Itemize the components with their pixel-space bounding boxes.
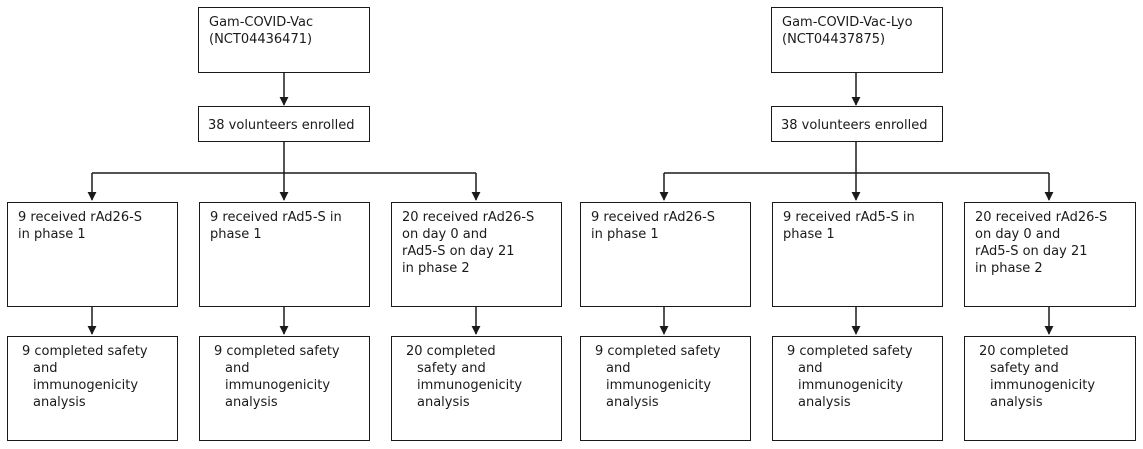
group-box-prime-boost-phase2-arm-1: 20 received rAd26-S on day 0 and rAd5-S … — [391, 202, 562, 307]
completed-box-rad26-arm-2: 9 completed safety and immunogenicity an… — [580, 336, 751, 441]
completed-box-prime-boost-arm-1: 20 completed safety and immunogenicity a… — [391, 336, 562, 441]
group-box-rad5-phase1-arm-1: 9 received rAd5-S in phase 1 — [199, 202, 370, 307]
trial-box-gam-covid-vac: Gam-COVID-Vac (NCT04436471) — [198, 7, 370, 73]
trial-box-gam-covid-vac-lyo: Gam-COVID-Vac-Lyo (NCT04437875) — [771, 7, 943, 73]
enrolled-box-arm-1: 38 volunteers enrolled — [198, 106, 370, 142]
completed-box-rad5-arm-2: 9 completed safety and immunogenicity an… — [772, 336, 943, 441]
completed-box-rad5-arm-1: 9 completed safety and immunogenicity an… — [199, 336, 370, 441]
group-box-rad26-phase1-arm-2: 9 received rAd26-S in phase 1 — [580, 202, 751, 307]
enrolled-box-arm-2: 38 volunteers enrolled — [771, 106, 943, 142]
completed-box-prime-boost-arm-2: 20 completed safety and immunogenicity a… — [964, 336, 1136, 441]
group-box-rad5-phase1-arm-2: 9 received rAd5-S in phase 1 — [772, 202, 943, 307]
group-box-prime-boost-phase2-arm-2: 20 received rAd26-S on day 0 and rAd5-S … — [964, 202, 1136, 307]
group-box-rad26-phase1-arm-1: 9 received rAd26-S in phase 1 — [7, 202, 178, 307]
completed-box-rad26-arm-1: 9 completed safety and immunogenicity an… — [7, 336, 178, 441]
